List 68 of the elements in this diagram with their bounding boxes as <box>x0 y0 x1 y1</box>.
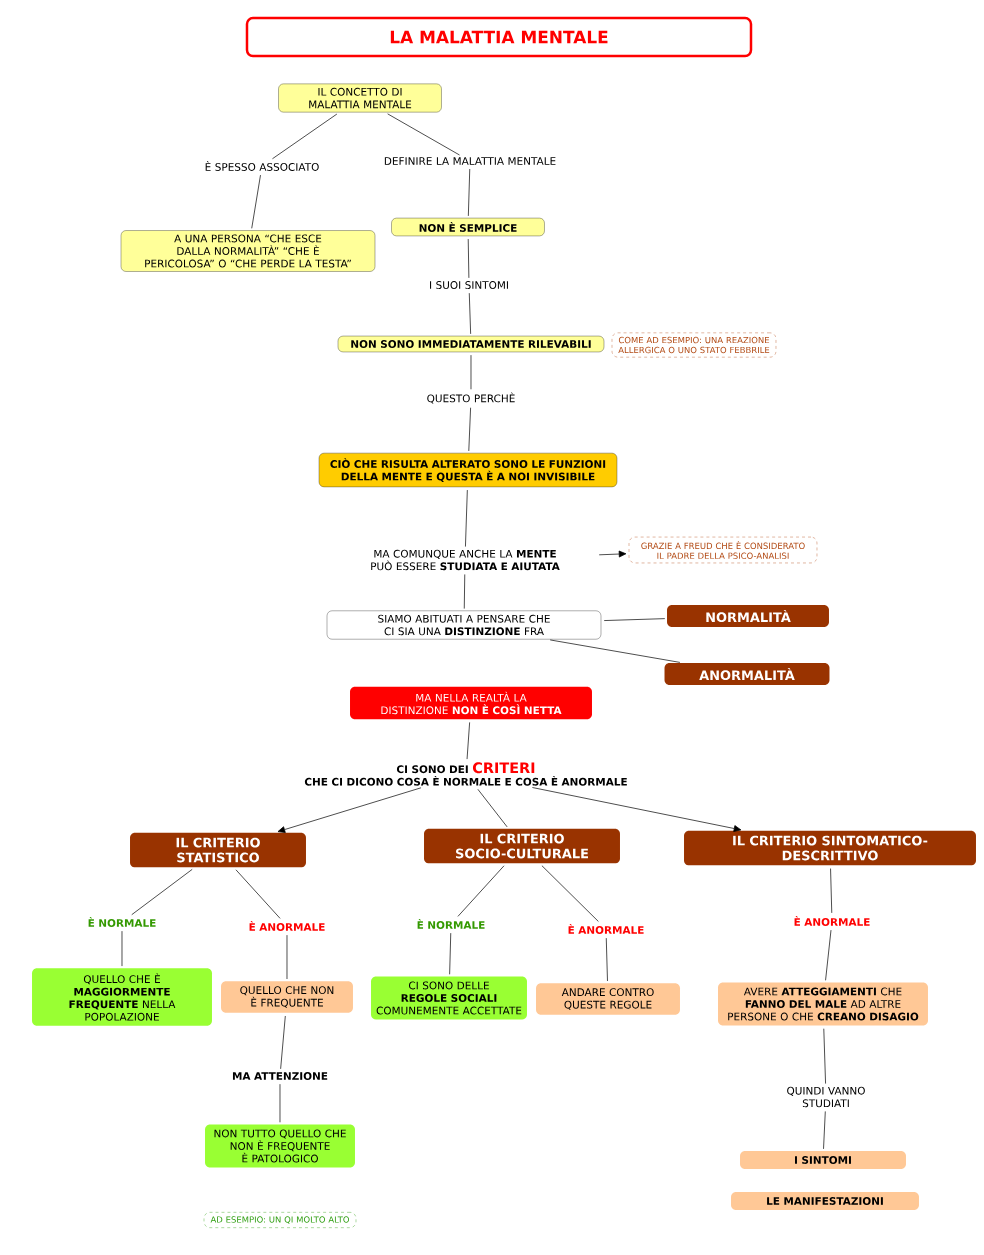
concept-box: LE MANIFESTAZIONI <box>731 1192 919 1210</box>
criterion-box: ANORMALITÀ <box>664 662 830 686</box>
concept-box: NON TUTTO QUELLO CHE NON È FREQUENTE È PATOLOGICO <box>205 1124 355 1168</box>
connector <box>605 937 608 982</box>
concept-box: SIAMO ABITUATI A PENSARE CHE CI SIA UNA DISTINZIONE FRA <box>326 610 602 640</box>
concept-box: A UNA PERSONA “CHE ESCE DALLA NORMALITÀ” “CHE È PERICOLOSA” O “CHE PERDE LA TESTA” <box>120 230 376 272</box>
connector <box>280 1015 286 1070</box>
connector <box>541 865 599 922</box>
connector <box>823 1028 826 1084</box>
connector <box>449 932 452 975</box>
concept-box: QUELLO CHE NON È FREQUENTE <box>221 981 353 1013</box>
linking-text: È ANORMALE <box>794 916 870 926</box>
connector <box>467 168 471 217</box>
heading-text: CI SONO DEI CRITERI CHE CI DICONO COSA È NORMALE E COSA È ANORMALE <box>304 762 627 786</box>
linking-text: QUESTO PERCHÈ <box>427 392 515 404</box>
concept-box: NON È SEMPLICE <box>391 217 545 237</box>
heading-text: MA ATTENZIONE <box>232 1072 328 1080</box>
connector <box>468 407 471 452</box>
connector <box>549 639 681 663</box>
linking-text: I SUOI SINTOMI <box>430 281 508 289</box>
linking-text: È NORMALE <box>417 919 485 929</box>
concept-box: IL CONCETTO DI MALATTIA MENTALE <box>278 83 442 113</box>
criterion-box: IL CRITERIO SINTOMATICO-DESCRITTIVO <box>684 830 976 866</box>
arrow <box>598 550 627 558</box>
title-box: LA MALATTIA MENTALE <box>245 16 753 58</box>
connector <box>251 174 261 229</box>
note-box: AD ESEMPIO: UN QI MOLTO ALTO <box>203 1212 357 1228</box>
connector <box>465 489 468 547</box>
concept-box: NON SONO IMMEDIATAMENTE RILEVABILI <box>337 335 605 353</box>
connector <box>286 934 288 980</box>
concept-box: AVERE ATTEGGIAMENTI CHE FANNO DEL MALE AD ALTRE PERSONE O CHE CREANO DISAGIO <box>718 982 928 1026</box>
concept-box: MA NELLA REALTÀ LA DISTINZIONE NON È COSÌ NETTA <box>350 686 592 720</box>
connector <box>387 113 460 156</box>
concept-box: ANDARE CONTRO QUESTE REGOLE <box>536 983 680 1015</box>
criterion-box: IL CRITERIO SOCIO-CULTURALE <box>424 828 620 864</box>
linking-text: DEFINIRE LA MALATTIA MENTALE <box>384 157 556 165</box>
linking-text: È ANORMALE <box>249 921 325 931</box>
concept-box: I SINTOMI <box>740 1151 906 1169</box>
linking-text: È SPESSO ASSOCIATO <box>205 161 319 171</box>
connector <box>235 869 281 919</box>
connector <box>121 930 123 967</box>
connector <box>466 722 470 760</box>
linking-text: MA COMUNQUE ANCHE LA MENTE PUÒ ESSERE STUDIATA E AIUTATA <box>371 549 560 571</box>
connector <box>477 788 508 828</box>
connector <box>823 1111 826 1150</box>
criterion-box: NORMALITÀ <box>667 604 829 628</box>
concept-box: QUELLO CHE È MAGGIORMENTE FREQUENTE NELLA POPOLAZIONE <box>32 968 212 1026</box>
connector <box>830 868 833 914</box>
connector <box>467 238 470 279</box>
arrow <box>277 787 422 833</box>
connector <box>272 113 338 160</box>
note-box: COME AD ESEMPIO: UNA REAZIONE ALLERGICA O UNO STATO FEBBRILE <box>611 332 777 358</box>
connector <box>457 865 505 917</box>
concept-box: CIÒ CHE RISULTA ALTERATO SONO LE FUNZIONI DELLA MENTE E QUESTA È A NOI INVISIBILE <box>318 452 618 488</box>
linking-text: QUINDI VANNO STUDIATI <box>787 1086 865 1108</box>
concept-box: CI SONO DELLE REGOLE SOCIALI COMUNEMENTE ACCETTATE <box>371 976 527 1020</box>
connector <box>463 574 466 609</box>
connector <box>468 292 471 335</box>
connector <box>470 354 472 390</box>
linking-text: È ANORMALE <box>568 924 644 934</box>
linking-text: È NORMALE <box>88 917 156 927</box>
connector <box>279 1083 281 1123</box>
criterion-box: IL CRITERIO STATISTICO <box>130 832 306 868</box>
connector <box>825 929 832 981</box>
note-box: GRAZIE A FREUD CHE È CONSIDERATO IL PADRE DELLA PSICO-ANALISI <box>628 536 818 564</box>
connector <box>131 869 193 916</box>
arrow <box>532 787 742 832</box>
connector <box>603 618 666 621</box>
